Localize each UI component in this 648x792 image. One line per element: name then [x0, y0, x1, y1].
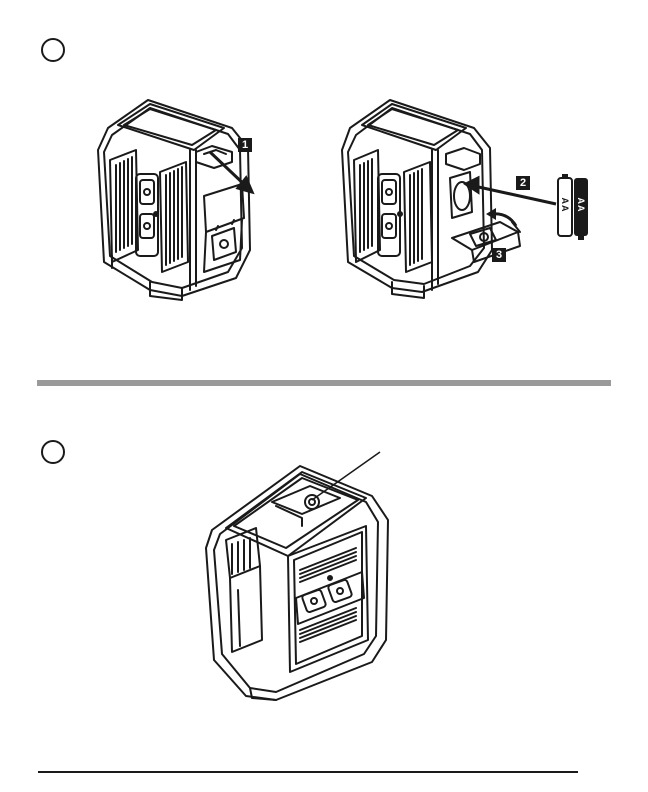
laser-level-illustration-top-view: [0, 0, 648, 792]
